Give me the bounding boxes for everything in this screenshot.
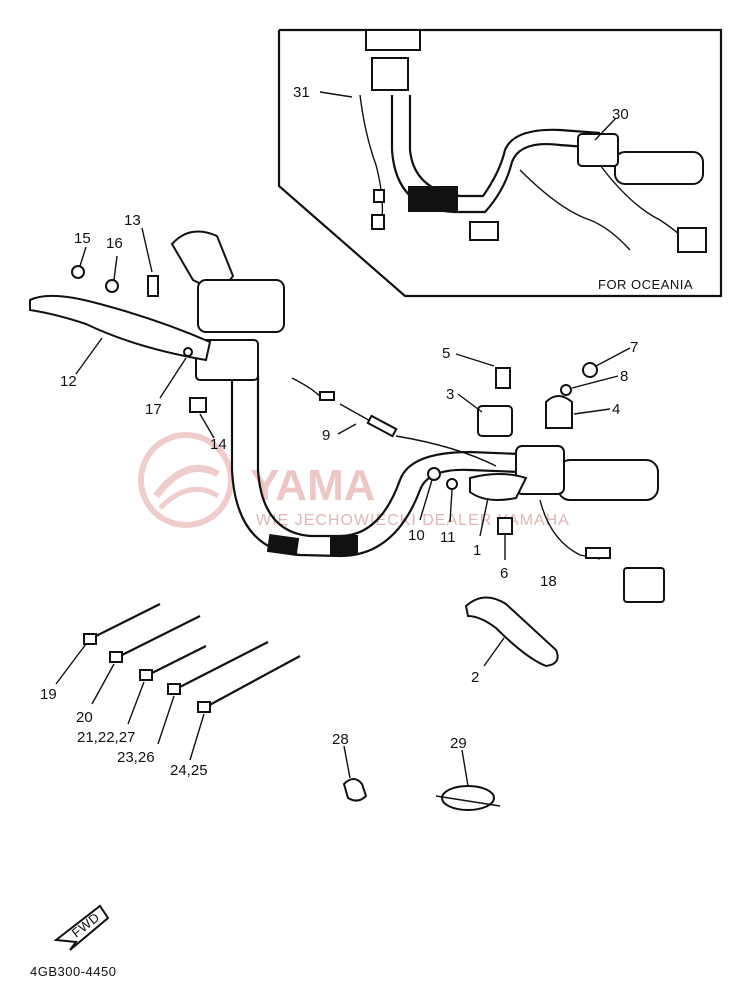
inset-switch-housing: [365, 29, 421, 51]
callout-8: 8: [620, 368, 628, 385]
main-handlebar: [230, 376, 521, 558]
callout-17: 17: [145, 401, 162, 418]
tie-19: [87, 603, 161, 641]
inset-caption: FOR OCEANIA: [598, 277, 693, 292]
bolt-15: [71, 265, 85, 279]
callout-3: 3: [446, 386, 454, 403]
oceania-inset: FOR OCEANIA 31 30: [277, 28, 723, 298]
holder-4: [545, 395, 573, 429]
callout-31: 31: [293, 84, 310, 101]
washer-11: [446, 478, 458, 490]
callout-1: 1: [473, 542, 481, 559]
brake-lever-2: [464, 596, 559, 668]
watermark-subtitle: WIĘ JECHOWIECKI DEALER YAMAHA: [256, 512, 570, 529]
switch-wire-sleeve: [585, 547, 611, 559]
callout-7: 7: [630, 339, 638, 356]
callout-5: 5: [442, 345, 450, 362]
tie-19-head: [83, 633, 97, 645]
callout-30: 30: [612, 106, 629, 123]
callout-18: 18: [540, 573, 557, 590]
washer-8: [560, 384, 572, 396]
inset-frame: [277, 28, 723, 298]
clips: 28 29: [332, 731, 501, 811]
tie-24: [203, 655, 301, 709]
throttle-housing: [515, 445, 565, 495]
nut-6: [497, 517, 513, 535]
callout-19: 19: [40, 686, 57, 703]
inset-connector-b: [371, 214, 385, 230]
inset-cable-block: [469, 221, 499, 241]
watermark-logo: [138, 432, 234, 528]
washer-16: [105, 279, 119, 293]
callout-24-25: 24,25: [170, 762, 208, 779]
inset-switch-connector: [677, 227, 707, 253]
callout-28: 28: [332, 731, 349, 748]
tie-21-head: [139, 669, 153, 681]
callout-13: 13: [124, 212, 141, 229]
handlebar-tape-right: [330, 535, 358, 555]
screw-7: [582, 362, 598, 378]
nut-14: [189, 397, 207, 413]
cable-adjuster: [366, 414, 398, 438]
diagram-code: 4GB300-4450: [30, 964, 116, 979]
left-switch-housing: [197, 279, 285, 333]
tie-23-head: [167, 683, 181, 695]
callout-20: 20: [76, 709, 93, 726]
stop-switch-connector: [623, 567, 665, 603]
inset-connector-a: [373, 189, 385, 203]
callout-10: 10: [408, 527, 425, 544]
nut-10: [427, 467, 441, 481]
fwd-arrow-icon: [53, 904, 110, 951]
clip-28: [342, 778, 368, 802]
tie-20: [115, 615, 201, 659]
watermark: YAMA WIĘ JECHOWIECKI DEALER YAMAHA: [138, 432, 570, 529]
callout-6: 6: [500, 565, 508, 582]
right-grip: [557, 459, 659, 501]
bolt-5: [495, 367, 511, 389]
brake-bracket-1: [469, 473, 528, 501]
bolt-13: [147, 275, 159, 297]
left-clamp: [195, 339, 259, 381]
callout-21-22-27: 21,22,27: [77, 729, 135, 746]
callout-2: 2: [471, 669, 479, 686]
callout-12: 12: [60, 373, 77, 390]
cable-assembly: 9: [291, 377, 497, 467]
callout-29: 29: [450, 735, 467, 752]
callout-23-26: 23,26: [117, 749, 155, 766]
right-assembly: 5 3 7 8 4 10 11 1 6 18 2: [408, 339, 665, 686]
inset-clamp: [371, 57, 409, 91]
cable-end: [319, 391, 335, 401]
inset-grip: [614, 151, 704, 185]
tie-23: [173, 641, 269, 691]
inset-tape: [408, 186, 458, 212]
clutch-lever: [29, 294, 212, 362]
tie-20-head: [109, 651, 123, 663]
callout-16: 16: [106, 235, 123, 252]
left-assembly: 15 16 13 12 17 14: [29, 212, 285, 453]
inset-throttle-housing: [577, 133, 619, 167]
callout-14: 14: [210, 436, 227, 453]
callout-9: 9: [322, 427, 330, 444]
handlebar-tape-left: [266, 533, 300, 557]
fwd-indicator: FWD: [53, 904, 110, 951]
callout-4: 4: [612, 401, 620, 418]
tie-21: [145, 645, 207, 677]
watermark-brand: YAMA: [250, 461, 376, 510]
tie-24-head: [197, 701, 211, 713]
callout-11: 11: [440, 529, 456, 546]
holder-3: [477, 405, 513, 437]
cable-ties: 19 20 21,22,27 23,26 24,25: [40, 603, 301, 779]
callout-15: 15: [74, 230, 91, 247]
pin-17: [183, 347, 193, 357]
